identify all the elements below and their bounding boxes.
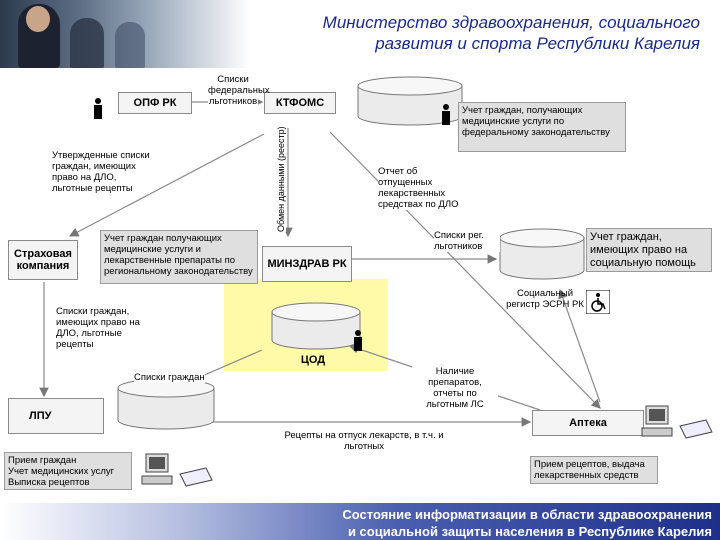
footer-bar xyxy=(0,503,720,540)
register-label: Социальный регистр ЭСРН РК xyxy=(506,288,584,310)
person-icon xyxy=(94,98,102,119)
label-reg-lists: Списки рег. льготников xyxy=(434,230,500,252)
minzdrav-node: МИНЗДРАВ РК xyxy=(262,246,352,282)
header-photo xyxy=(0,0,250,68)
wheelchair-icon xyxy=(586,290,610,314)
label-citizen-short: Списки граждан xyxy=(134,372,205,383)
note-federal: Учет граждан, получающих медицинские усл… xyxy=(458,102,626,152)
label-exchange: Обмен данными (реестр) xyxy=(276,126,286,232)
pharmacy-node: Аптека xyxy=(532,410,644,436)
lpu-node: ЛПУ xyxy=(8,398,104,434)
cod-node: ЦОД xyxy=(300,354,326,366)
footer-line-1: Состояние информатизации в области здрав… xyxy=(342,507,712,522)
computer-icon xyxy=(641,405,713,439)
label-federal-lists: Списки федеральных льготников xyxy=(208,74,270,107)
person-icon xyxy=(442,104,450,125)
label-prescriptions: Рецепты на отпуск лекарств, в т.ч. и льг… xyxy=(266,430,462,452)
note-pharmacy: Прием рецептов, выдача лекарственных сре… xyxy=(530,456,658,484)
footer-line-2: и социальной защиты населения в Республи… xyxy=(347,524,712,539)
label-approved-lists: Утвержденные списки граждан, имеющих пра… xyxy=(52,150,150,194)
note-social: Учет граждан, имеющих право на социальну… xyxy=(586,228,712,272)
label-citizen-lists: Списки граждан, имеющих право на ДЛО, ль… xyxy=(56,306,148,350)
label-availability: Наличие препаратов, отчеты по льготным Л… xyxy=(412,366,498,410)
page-title: Министерство здравоохранения, социальног… xyxy=(250,12,700,54)
note-regional: Учет граждан получающих медицинские услу… xyxy=(100,230,258,284)
title-line-1: Министерство здравоохранения, социальног… xyxy=(322,13,700,32)
title-line-2: развития и спорта Республики Карелия xyxy=(375,34,700,53)
database-cylinders xyxy=(117,76,585,430)
opf-node: ОПФ РК xyxy=(118,92,192,114)
label-report: Отчет об отпущенных лекарственных средст… xyxy=(378,166,468,210)
person-icon xyxy=(354,330,362,351)
computer-icon xyxy=(141,453,213,487)
insurance-node: Страховая компания xyxy=(8,240,78,280)
note-lpu: Прием граждан Учет медицинских услуг Вып… xyxy=(4,452,132,490)
ktfoms-node: КТФОМС xyxy=(264,92,336,114)
footer-text: Состояние информатизации в области здрав… xyxy=(272,506,712,540)
